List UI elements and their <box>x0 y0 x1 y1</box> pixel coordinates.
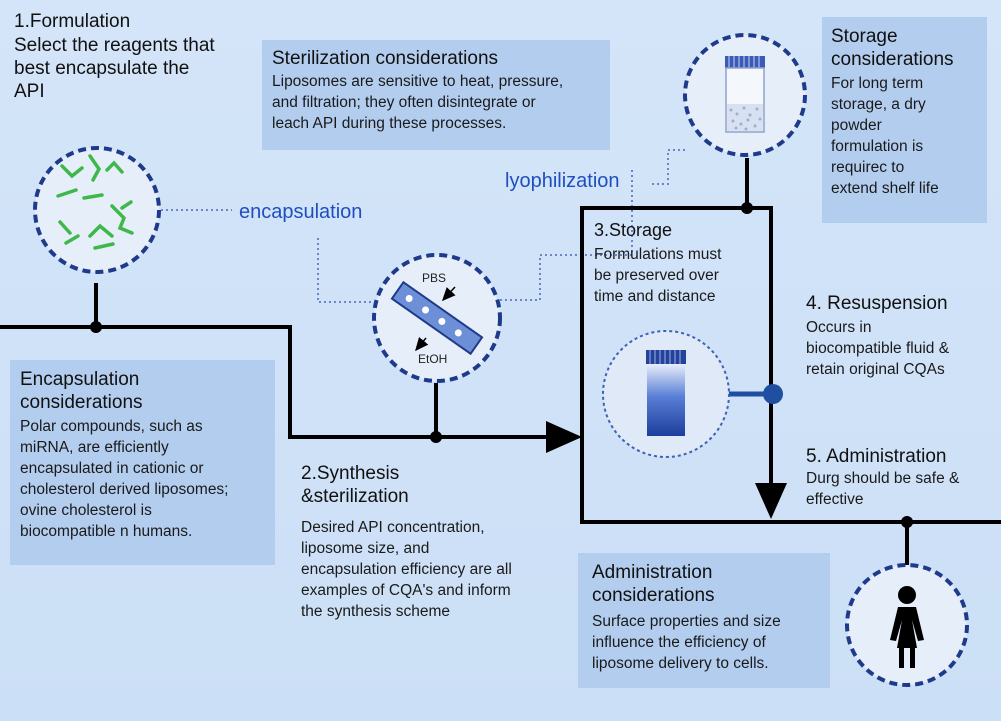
encapsulation-considerations-body-line: cholesterol derived liposomes; <box>20 481 229 498</box>
synthesis-heading-line: 2.Synthesis <box>301 463 400 484</box>
storage-considerations-body-line: extend shelf life <box>831 180 939 197</box>
administration-considerations-heading: Administration considerations <box>592 561 715 607</box>
storage-step-body: Formulations must be preserved over time… <box>594 244 721 307</box>
sterilization-heading: Sterilization considerations <box>272 48 499 69</box>
administration-considerations-box <box>578 553 830 688</box>
storage-step-body-line: be preserved over <box>594 267 719 284</box>
node-synthesis <box>430 431 442 443</box>
synthesis-body-line: examples of CQA's and inform <box>301 582 511 599</box>
resuspension-heading: 4. Resuspension <box>806 293 948 314</box>
encapsulation-considerations-heading: Encapsulation considerations <box>20 368 143 414</box>
encapsulation-considerations-body-line: encapsulated in cationic or <box>20 460 204 477</box>
encapsulation-considerations-box <box>10 360 275 565</box>
resuspension-body-line: biocompatible fluid & <box>806 340 950 357</box>
formulation-body-line: API <box>14 81 45 102</box>
encapsulation-considerations-heading-line: considerations <box>20 392 143 413</box>
storage-considerations-body-line: storage, a dry <box>831 96 926 113</box>
administration-considerations-heading-line: Administration <box>592 562 713 583</box>
encapsulation-considerations-body-line: ovine cholesterol is <box>20 502 152 519</box>
formulation-body: Select the reagents that best encapsulat… <box>14 34 215 103</box>
storage-considerations-body-line: requirec to <box>831 159 905 176</box>
resuspension-body-line: retain original CQAs <box>806 361 945 378</box>
synthesis-body: Desired API concentration, liposome size… <box>301 517 512 622</box>
administration-step-heading: 5. Administration <box>806 446 947 467</box>
encapsulation-considerations-body: Polar compounds, such as miRNA, are effi… <box>20 416 229 542</box>
storage-considerations-heading-line: considerations <box>831 49 954 70</box>
node-formulation <box>90 321 102 333</box>
encapsulation-considerations-body-line: miRNA, are efficiently <box>20 439 169 456</box>
pbs-label: PBS <box>422 271 447 285</box>
administration-considerations-body-line: Surface properties and size <box>592 613 781 630</box>
encapsulation-considerations-body-line: biocompatible n humans. <box>20 523 193 540</box>
storage-considerations-heading-line: Storage <box>831 26 898 47</box>
person-icon <box>845 563 969 687</box>
sterilization-considerations-box <box>262 40 610 150</box>
administration-considerations-body-line: influence the efficiency of <box>592 634 766 651</box>
etoh-label: EtOH <box>418 352 448 366</box>
administration-considerations-heading-line: considerations <box>592 585 715 606</box>
node-administration <box>901 516 913 528</box>
formulation-body-line: best encapsulate the <box>14 58 190 79</box>
resuspension-body: Occurs in biocompatible fluid & retain o… <box>806 317 949 380</box>
microfluidic-chip-icon <box>372 253 502 383</box>
administration-considerations-body-line: liposome delivery to cells. <box>592 655 769 672</box>
encapsulation-label: encapsulation <box>239 201 363 223</box>
sterilization-body-line: leach API during these processes. <box>272 115 507 132</box>
sterilization-body-line: and filtration; they often disintegrate … <box>272 94 536 111</box>
main-flow-line-2 <box>580 206 787 519</box>
formulation-heading: 1.Formulation <box>14 11 131 32</box>
sterilization-body: Liposomes are sensitive to heat, pressur… <box>272 71 563 134</box>
resuspension-body-line: Occurs in <box>806 319 872 336</box>
storage-considerations-body-line: powder <box>831 117 882 134</box>
administration-step-body: Durg should be safe & effective <box>806 468 959 510</box>
formulation-body-line: Select the reagents that <box>14 35 215 56</box>
storage-considerations-box <box>822 17 987 223</box>
mirna-strands-icon <box>33 146 161 274</box>
synthesis-body-line: Desired API concentration, <box>301 519 485 536</box>
synthesis-body-line: the synthesis scheme <box>301 603 451 620</box>
powder-vial-icon <box>683 33 807 157</box>
sterilization-dotted-connector <box>500 168 633 301</box>
synthesis-dotted-connector <box>317 238 385 303</box>
synthesis-heading: 2.Synthesis &sterilization <box>301 462 409 508</box>
storage-step-heading: 3.Storage <box>594 220 673 240</box>
node-resuspension <box>763 384 783 404</box>
storage-considerations-body-line: formulation is <box>831 138 924 155</box>
storage-considerations-body: For long term storage, a dry powder form… <box>831 73 939 199</box>
synthesis-body-line: liposome size, and <box>301 540 430 557</box>
storage-step-body-line: Formulations must <box>594 246 722 263</box>
lyophilization-dotted-connector <box>652 149 688 185</box>
synthesis-body-line: encapsulation efficiency are all <box>301 561 512 578</box>
liquid-vial-icon <box>602 330 730 458</box>
encapsulation-considerations-heading-line: Encapsulation <box>20 369 140 390</box>
storage-considerations-body-line: For long term <box>831 75 924 92</box>
node-storage <box>741 202 753 214</box>
sterilization-body-line: Liposomes are sensitive to heat, pressur… <box>272 73 564 90</box>
lyophilization-label: lyophilization <box>505 170 620 192</box>
storage-step-body-line: time and distance <box>594 288 716 305</box>
administration-step-body-line: Durg should be safe & <box>806 470 960 487</box>
synthesis-heading-line: &sterilization <box>301 486 409 507</box>
encapsulation-considerations-body-line: Polar compounds, such as <box>20 418 203 435</box>
administration-step-body-line: effective <box>806 491 864 508</box>
storage-considerations-heading: Storage considerations <box>831 25 954 71</box>
administration-considerations-body: Surface properties and size influence th… <box>592 611 781 674</box>
